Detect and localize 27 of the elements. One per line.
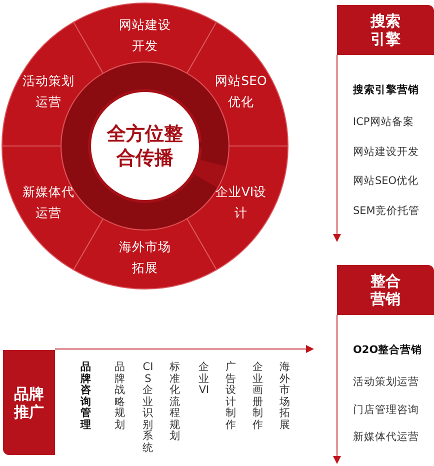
service-item: 搜索引擎营销 — [353, 83, 419, 97]
panel-header: 搜索引擎 — [337, 5, 434, 55]
service-item: 企业VI — [198, 362, 210, 396]
service-item: ICP网站备案 — [353, 115, 414, 129]
service-item: 活动策划运营 — [353, 375, 419, 389]
service-item: O2O整合营销 — [353, 343, 422, 357]
panel-header: 品牌推广 — [3, 350, 55, 455]
service-item: 网站建设开发 — [353, 145, 419, 159]
service-item: 新媒体代运营 — [353, 430, 419, 444]
service-item: CIS企业识别系统 — [142, 362, 154, 454]
center-label: 全方位整合传播 — [106, 122, 184, 170]
sector-label: 活动策划运营 — [22, 72, 76, 110]
sector-label: 新媒体代运营 — [22, 182, 76, 222]
sector-label: 海外市场拓展 — [118, 238, 172, 277]
service-item: 广告设计制作 — [225, 362, 237, 431]
service-item: 企业画册制作 — [252, 362, 264, 431]
sector-label: 网站建设开发 — [118, 16, 172, 55]
service-item: 门店管理咨询 — [353, 403, 419, 417]
service-item: 海外市场拓展 — [279, 362, 291, 431]
service-item: 品牌战略规划 — [114, 362, 126, 431]
panel-header: 整合营销 — [337, 265, 434, 315]
service-item: 品牌咨询管理 — [80, 362, 92, 431]
sector-label: 企业VI设计 — [214, 182, 268, 222]
sector-label: 网站SEO优化 — [214, 72, 268, 110]
service-item: 网站SEO优化 — [353, 174, 419, 188]
service-item: SEM竞价托管 — [353, 204, 420, 218]
service-item: 标准化流程规划 — [169, 362, 181, 442]
